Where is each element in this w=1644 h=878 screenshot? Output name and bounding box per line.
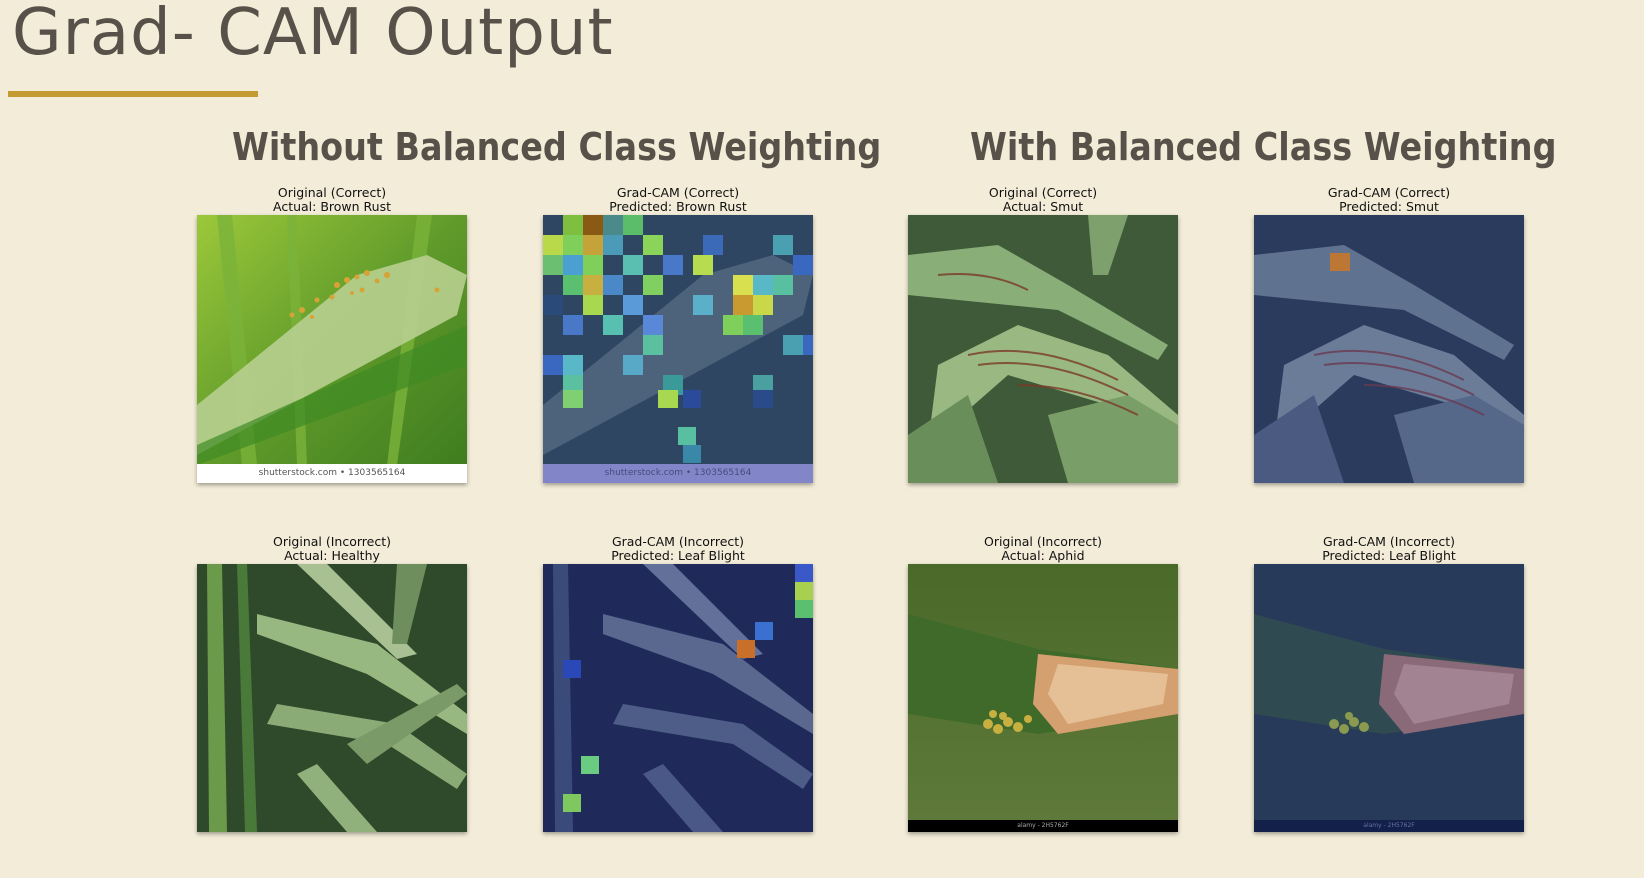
caption-line-2: Actual: Aphid <box>1001 548 1085 563</box>
smut-leaf-image <box>908 215 1178 483</box>
caption-line-2: Actual: Smut <box>1002 199 1084 214</box>
gradcam-heatmap-image <box>543 564 813 832</box>
caption-line-2: Predicted: Brown Rust <box>609 199 747 214</box>
watermark: shutterstock.com • 1303565164 <box>258 468 406 478</box>
caption-line-1: Original (Correct) <box>277 185 387 200</box>
section-title-with: With Balanced Class Weighting <box>970 125 1557 169</box>
caption-line-2: Predicted: Smut <box>1339 199 1439 214</box>
panel-caption: Original (Correct) Actual: Smut <box>908 186 1178 214</box>
watermark: alamy - 2H5762F <box>1017 822 1069 829</box>
aphid-leaf-image: alamy - 2H5762F <box>908 564 1178 832</box>
caption-line-2: Predicted: Leaf Blight <box>611 548 745 563</box>
caption-line-2: Predicted: Leaf Blight <box>1322 548 1456 563</box>
watermark: alamy - 2H5762F <box>1363 822 1415 829</box>
slide-title: Grad- CAM Output <box>12 0 614 70</box>
title-underline <box>8 91 258 97</box>
gradcam-heatmap-image: alamy - 2H5762F <box>1254 564 1524 832</box>
panel-caption: Grad-CAM (Correct) Predicted: Brown Rust <box>543 186 813 214</box>
gradcam-heatmap-image <box>1254 215 1524 483</box>
caption-line-2: Actual: Brown Rust <box>272 199 391 214</box>
panel-caption: Original (Correct) Actual: Brown Rust <box>197 186 467 214</box>
watermark: shutterstock.com • 1303565164 <box>604 468 752 478</box>
caption-line-1: Original (Incorrect) <box>272 534 392 549</box>
panel-caption: Grad-CAM (Incorrect) Predicted: Leaf Bli… <box>1254 535 1524 563</box>
panel-caption: Grad-CAM (Correct) Predicted: Smut <box>1254 186 1524 214</box>
healthy-leaf-image <box>197 564 467 832</box>
gradcam-heatmap-image: shutterstock.com • 1303565164 <box>543 215 813 483</box>
caption-line-1: Grad-CAM (Incorrect) <box>611 534 745 549</box>
panel-caption: Original (Incorrect) Actual: Healthy <box>197 535 467 563</box>
panel-caption: Grad-CAM (Incorrect) Predicted: Leaf Bli… <box>543 535 813 563</box>
caption-line-1: Original (Correct) <box>988 185 1098 200</box>
caption-line-1: Grad-CAM (Correct) <box>616 185 740 200</box>
caption-line-1: Grad-CAM (Correct) <box>1327 185 1451 200</box>
caption-line-1: Original (Incorrect) <box>983 534 1103 549</box>
caption-line-2: Actual: Healthy <box>284 548 380 563</box>
section-title-without: Without Balanced Class Weighting <box>232 125 882 169</box>
caption-line-1: Grad-CAM (Incorrect) <box>1322 534 1456 549</box>
panel-caption: Original (Incorrect) Actual: Aphid <box>908 535 1178 563</box>
brown-rust-leaf-image: shutterstock.com • 1303565164 <box>197 215 467 483</box>
